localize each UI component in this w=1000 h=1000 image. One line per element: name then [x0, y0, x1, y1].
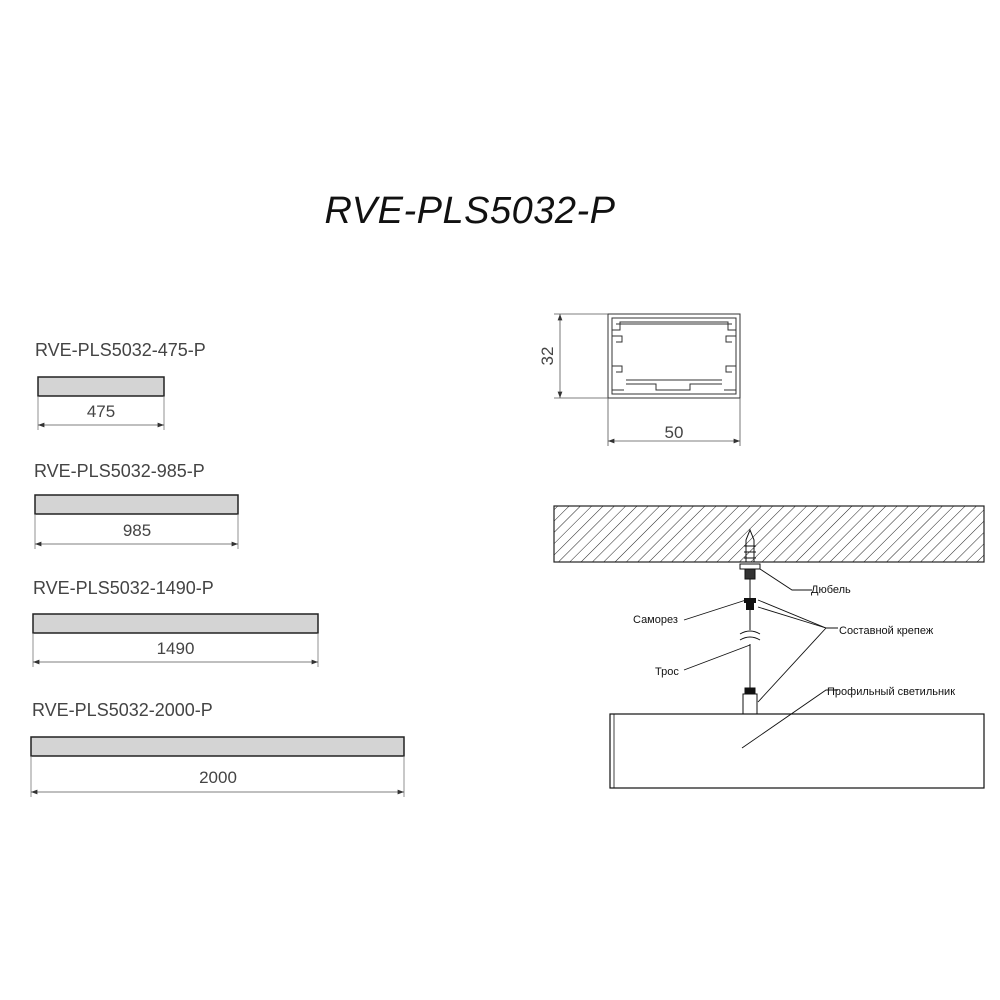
- luminaire-connector-icon: [742, 687, 758, 715]
- luminaire-body: [609, 713, 985, 789]
- model-label-2000: RVE-PLS5032-2000-P: [32, 700, 213, 720]
- callout-screw: Саморез: [633, 614, 678, 626]
- model-label-985: RVE-PLS5032-985-P: [34, 461, 205, 481]
- profile-dimension-lines: [554, 313, 741, 446]
- length-label-2000: 2000: [199, 768, 237, 787]
- screw-connector-icon: [744, 598, 756, 610]
- ceiling-cup-icon: [739, 563, 761, 580]
- ceiling-slab: [553, 505, 985, 563]
- callout-luminaire: Профильный светильник: [827, 686, 955, 698]
- model-label-475: RVE-PLS5032-475-P: [35, 340, 206, 360]
- length-label-1490: 1490: [156, 639, 195, 658]
- diagram-title: RVE-PLS5032-P: [324, 190, 616, 232]
- model-label-1490: RVE-PLS5032-1490-P: [33, 578, 214, 598]
- dowel-icon: [744, 528, 756, 562]
- product-bar-1490: [32, 613, 319, 667]
- product-bar-985: [34, 494, 239, 549]
- callout-dowel: Дюбель: [811, 584, 851, 596]
- callout-composite-mount: Составной крепеж: [839, 625, 934, 637]
- cable-icon: [739, 610, 761, 688]
- product-bar-2000: [30, 736, 405, 797]
- callout-leaders: [683, 568, 838, 749]
- length-label-475: 475: [86, 402, 116, 421]
- profile-cross-section: [607, 313, 741, 399]
- profile-width-label: 50: [665, 423, 684, 442]
- product-bar-475: [37, 376, 165, 430]
- length-label-985: 985: [122, 521, 152, 540]
- profile-height-label: 32: [538, 347, 557, 366]
- callout-cable: Трос: [655, 666, 679, 678]
